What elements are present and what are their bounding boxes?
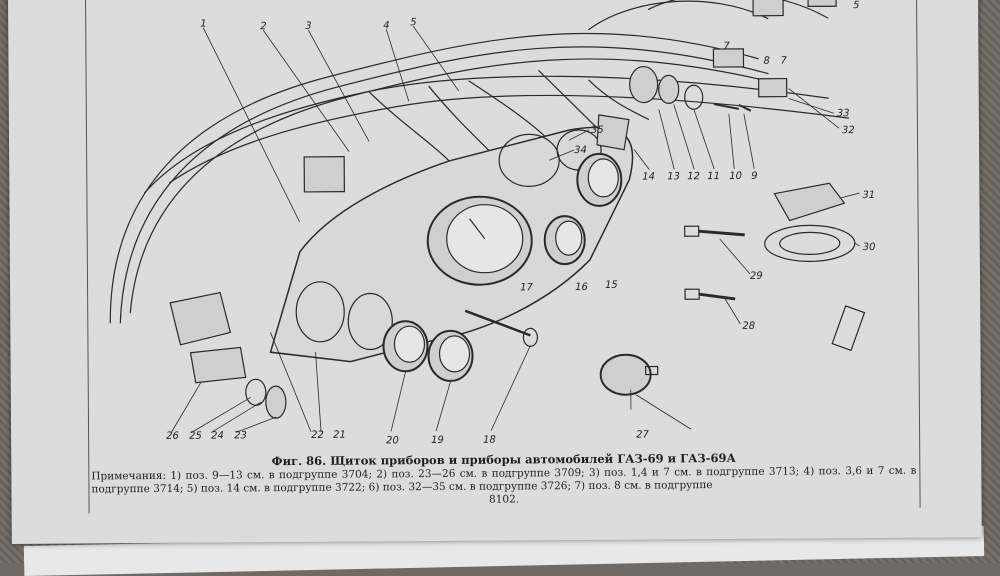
part-label: 7 — [723, 41, 730, 52]
part-label: 3 — [305, 21, 311, 32]
dashboard-diagram: 1 2 3 4 5 5 7 8 7 33 32 35 34 14 13 12 1… — [68, 0, 951, 464]
wire-harness — [369, 91, 449, 162]
bracket-left — [170, 292, 230, 344]
sensor-28 — [685, 289, 735, 299]
part-label: 7 — [780, 56, 787, 67]
wire-harness — [648, 0, 828, 20]
switch-7b — [808, 0, 836, 6]
part-11 — [685, 85, 703, 109]
part-label: 14 — [642, 171, 655, 182]
book-page: 1 2 3 4 5 5 7 8 7 33 32 35 34 14 13 12 1… — [8, 0, 982, 544]
part-label: 11 — [707, 171, 720, 182]
part-label: 17 — [520, 282, 533, 293]
wire-harness — [469, 80, 549, 141]
part-label: 15 — [605, 280, 618, 291]
part-label: 16 — [575, 282, 588, 293]
part-label: 13 — [667, 171, 680, 182]
part-24 — [246, 379, 266, 405]
part-23 — [266, 386, 286, 418]
part-label: 34 — [574, 145, 587, 156]
part-label: 25 — [189, 431, 202, 442]
part-label: 4 — [383, 20, 389, 31]
part-label: 9 — [751, 171, 757, 182]
part-label: 2 — [260, 21, 266, 32]
part-label: 12 — [687, 171, 700, 182]
part-label: 26 — [166, 431, 179, 442]
gasket-30 — [765, 225, 855, 262]
part-label: 5 — [853, 0, 859, 11]
part-label: 35 — [591, 125, 604, 136]
part-bottom-right — [832, 306, 864, 350]
bracket-26 — [190, 347, 245, 382]
figure-caption: Фиг. 86. Щиток приборов и приборы автомо… — [91, 451, 916, 510]
part-label: 22 — [311, 430, 324, 441]
part-label: 31 — [862, 190, 875, 201]
part-label: 20 — [386, 435, 399, 446]
switch-8 — [753, 0, 783, 16]
part-label: 18 — [483, 435, 496, 446]
part-label: 8 — [763, 56, 769, 67]
part-label: 29 — [750, 271, 763, 282]
sensor-29 — [685, 226, 745, 236]
part-label: 24 — [211, 431, 224, 442]
part-label: 27 — [636, 430, 649, 441]
wire-harness — [588, 1, 768, 30]
unit-31 — [774, 183, 844, 220]
bracket-upper — [304, 157, 344, 192]
part-label: 33 — [837, 108, 850, 119]
part-label: 23 — [234, 430, 247, 441]
part-label: 21 — [333, 430, 346, 441]
switch-32 — [759, 79, 787, 97]
gauge-27 — [601, 355, 651, 395]
wire-harness — [429, 86, 489, 151]
part-label: 10 — [729, 171, 742, 182]
part-label: 19 — [431, 435, 444, 446]
part-label: 1 — [200, 19, 206, 30]
part-label: 5 — [410, 17, 416, 28]
part-label: 30 — [863, 242, 876, 253]
part-12 — [659, 75, 679, 103]
part-13 — [630, 66, 658, 102]
part-label: 28 — [742, 321, 755, 332]
part-label: 32 — [842, 125, 855, 136]
